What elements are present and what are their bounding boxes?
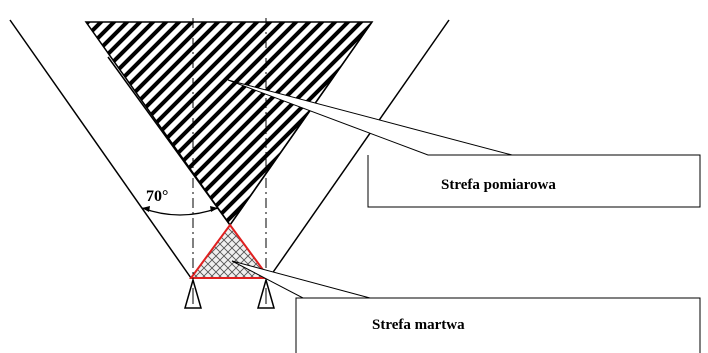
hatch-line	[0, 10, 35, 230]
right-beam-outer	[268, 19, 450, 279]
hatch-line	[0, 10, 48, 230]
angle-arrow-left	[142, 206, 150, 212]
left-beam-outer	[9, 19, 192, 279]
hatch-line	[387, 10, 607, 230]
right-sensor-icon	[257, 277, 275, 309]
hatch-line	[0, 10, 22, 230]
hatch-line	[86, 22, 115, 225]
callout-measurement-zone	[227, 79, 701, 208]
hatch-line	[0, 10, 9, 230]
left-sensor-icon	[184, 277, 202, 309]
hatch-line	[413, 10, 633, 230]
hatch-line	[374, 10, 594, 230]
hatch-line	[86, 22, 167, 225]
hatch-line	[190, 22, 372, 225]
hatch-line	[0, 10, 61, 230]
measurement-zone-label: Strefa pomiarowa	[441, 177, 556, 193]
hatch-line	[86, 22, 89, 225]
hatch-line	[86, 22, 193, 225]
callout-dead-zone	[231, 260, 701, 353]
hatch-line	[359, 22, 372, 225]
angle-arrow-right	[210, 206, 218, 212]
hatch-line	[86, 22, 180, 225]
dead-zone-label: Strefa martwa	[372, 317, 465, 333]
hatch-line	[86, 22, 102, 225]
hatch-line	[86, 22, 271, 225]
measurement-zone	[0, 10, 633, 230]
angle-label: 70°	[146, 188, 169, 205]
hatch-line	[0, 10, 74, 230]
angle-arc	[141, 207, 219, 216]
hatch-line	[86, 22, 154, 225]
